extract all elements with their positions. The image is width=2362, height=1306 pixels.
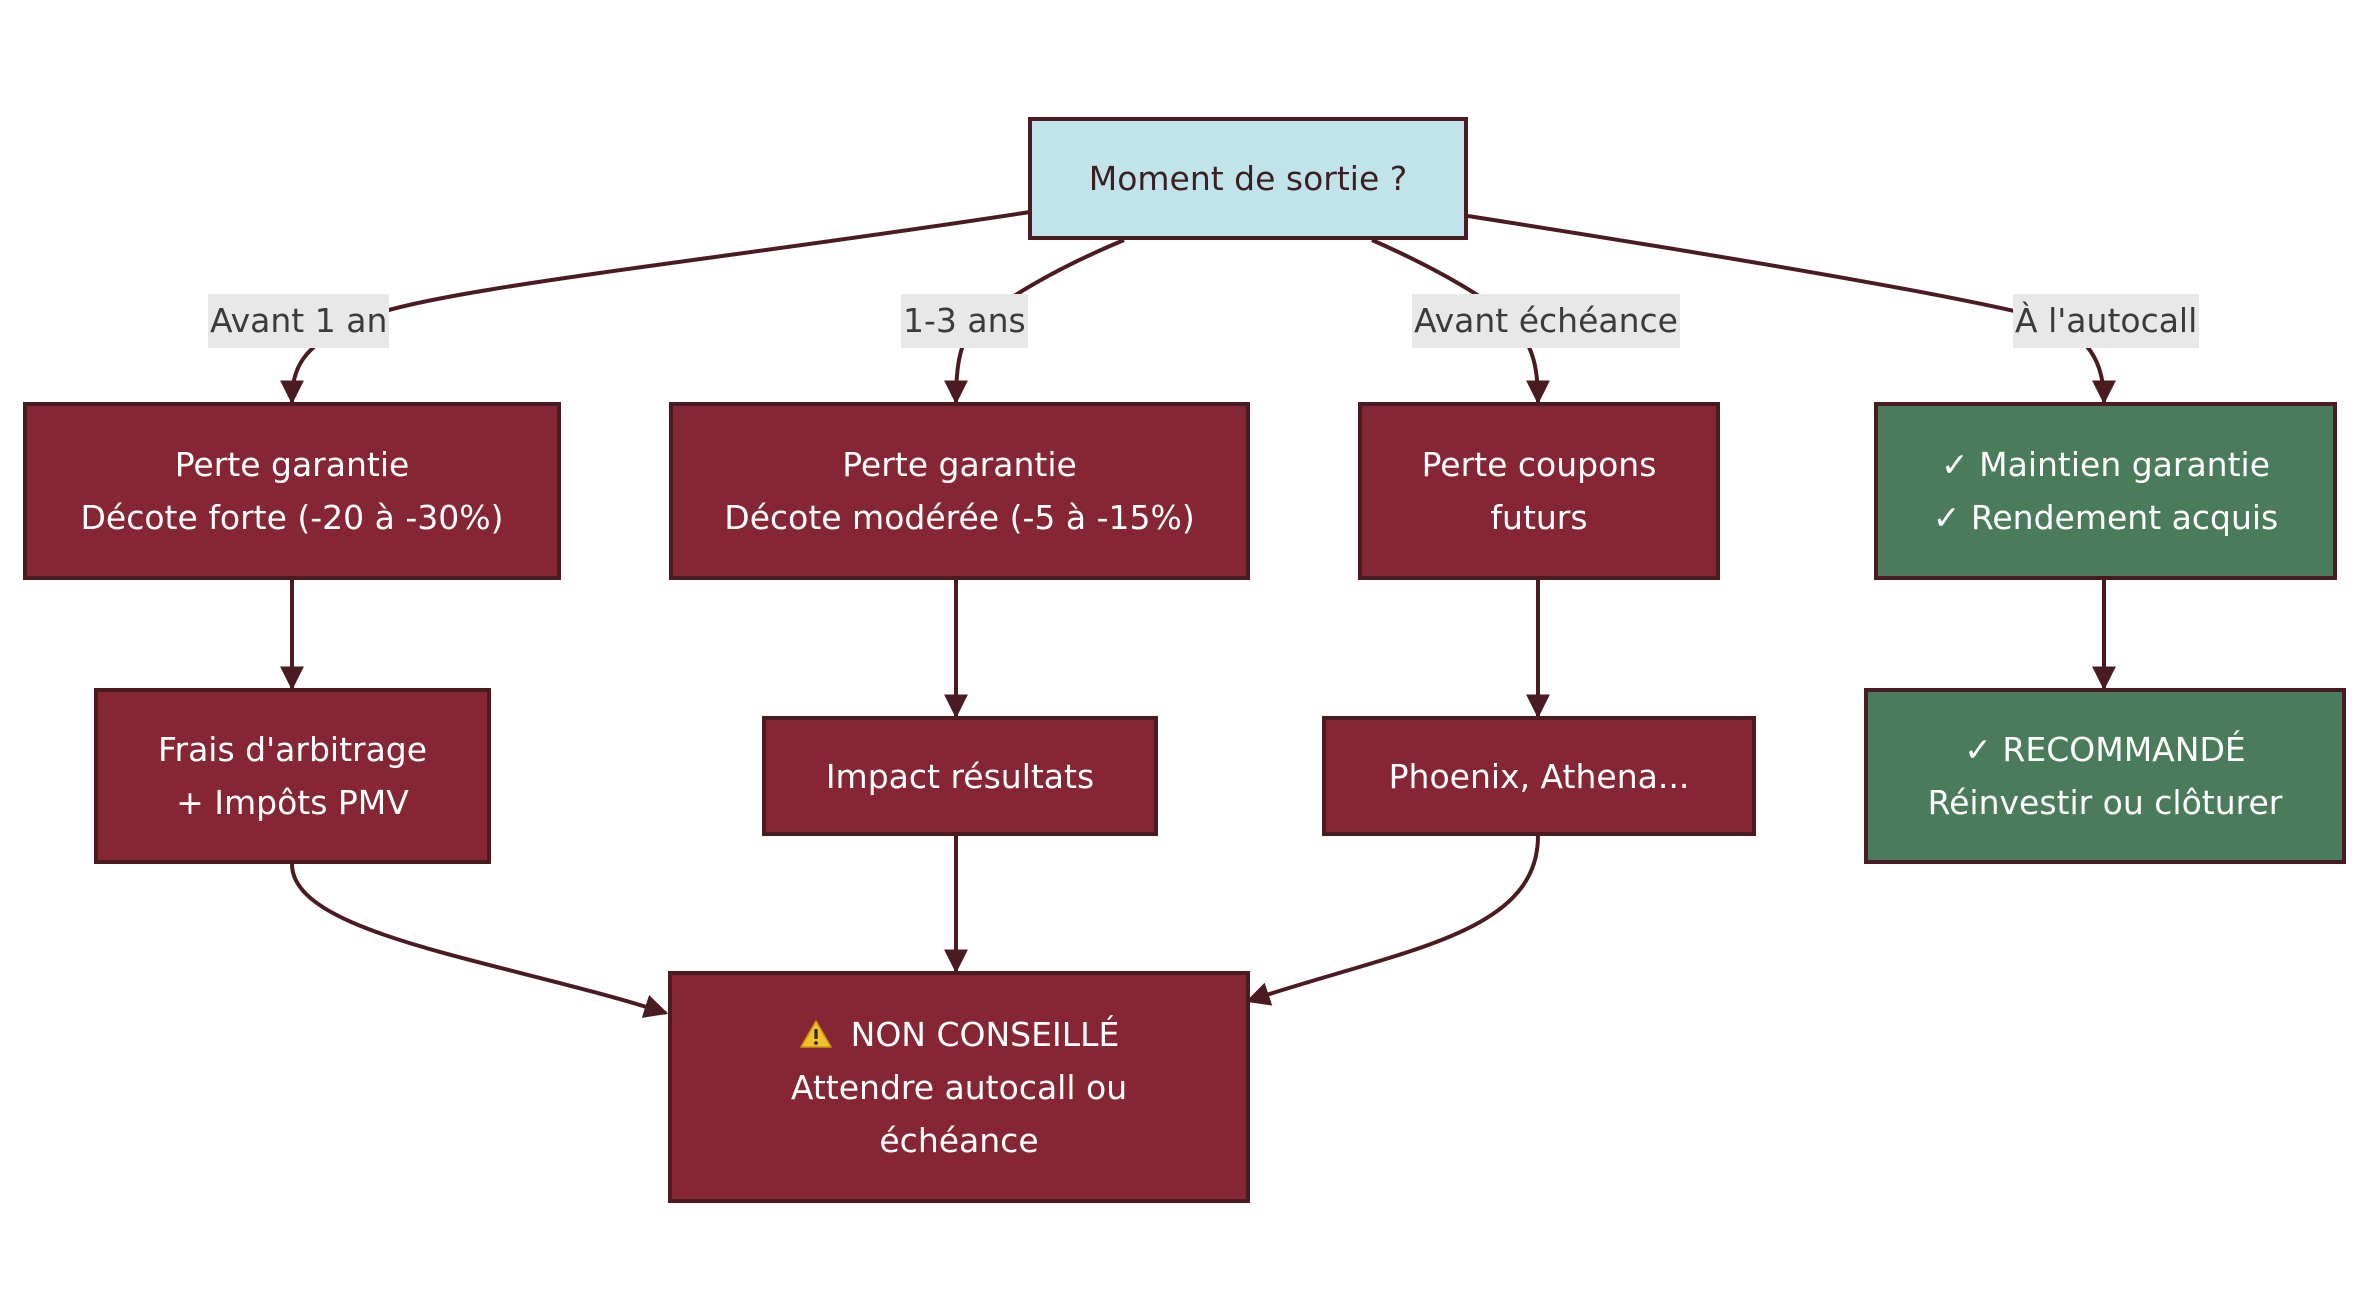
node-1-3-years: Perte garantie Décote modérée (-5 à -15%…: [669, 402, 1250, 580]
node-line: Perte garantie: [174, 445, 410, 484]
node-at-autocall: ✓ Maintien garantie ✓ Rendement acquis: [1874, 402, 2337, 580]
node-line: futurs: [1490, 498, 1588, 537]
node-before-1-year: Perte garantie Décote forte (-20 à -30%): [23, 402, 561, 580]
node-line: échéance: [879, 1120, 1039, 1160]
node-before-maturity: Perte coupons futurs: [1358, 402, 1720, 580]
node-arbitrage-fees: Frais d'arbitrage + Impôts PMV: [94, 688, 491, 864]
node-phoenix-athena: Phoenix, Athena...: [1322, 716, 1756, 836]
node-line: Décote forte (-20 à -30%): [80, 498, 504, 537]
node-line: Perte garantie: [842, 445, 1077, 484]
node-exit-moment: Moment de sortie ?: [1028, 117, 1468, 240]
node-not-advised: NON CONSEILLÉ Attendre autocall ou échéa…: [668, 971, 1250, 1203]
edge-label-at-autocall: À l'autocall: [2013, 294, 2200, 348]
node-line: Perte coupons: [1421, 445, 1657, 484]
node-line: Moment de sortie ?: [1088, 159, 1408, 198]
node-title: NON CONSEILLÉ: [850, 1014, 1120, 1054]
node-line: ✓ RECOMMANDÉ: [1964, 730, 2246, 769]
node-line: ✓ Rendement acquis: [1932, 498, 2279, 537]
edge-start-autocall: [1467, 214, 2116, 405]
node-line: Réinvestir ou clôturer: [1927, 783, 2283, 822]
node-line: Frais d'arbitrage: [157, 730, 428, 769]
edge-fees-notadvised: [290, 863, 669, 1018]
edge-start-before1: [280, 210, 1031, 405]
edge-label-before1: Avant 1 an: [208, 294, 390, 348]
node-line: + Impôts PMV: [176, 783, 409, 822]
node-line: Attendre autocall ou: [790, 1067, 1128, 1107]
edge-phoenix-notadvised: [1245, 835, 1540, 1006]
warning-icon: [799, 1019, 832, 1048]
edge-label-before-maturity: Avant échéance: [1412, 294, 1680, 348]
node-line: Impact résultats: [825, 756, 1095, 796]
node-line: ✓ Maintien garantie: [1940, 445, 2271, 484]
node-title-line: NON CONSEILLÉ: [799, 1008, 1120, 1061]
edge-label-1to3: 1-3 ans: [901, 294, 1028, 348]
node-recommended: ✓ RECOMMANDÉ Réinvestir ou clôturer: [1864, 688, 2346, 864]
node-line: Décote modérée (-5 à -15%): [724, 498, 1195, 537]
node-impact-results: Impact résultats: [762, 716, 1158, 836]
node-line: Phoenix, Athena...: [1388, 756, 1690, 796]
